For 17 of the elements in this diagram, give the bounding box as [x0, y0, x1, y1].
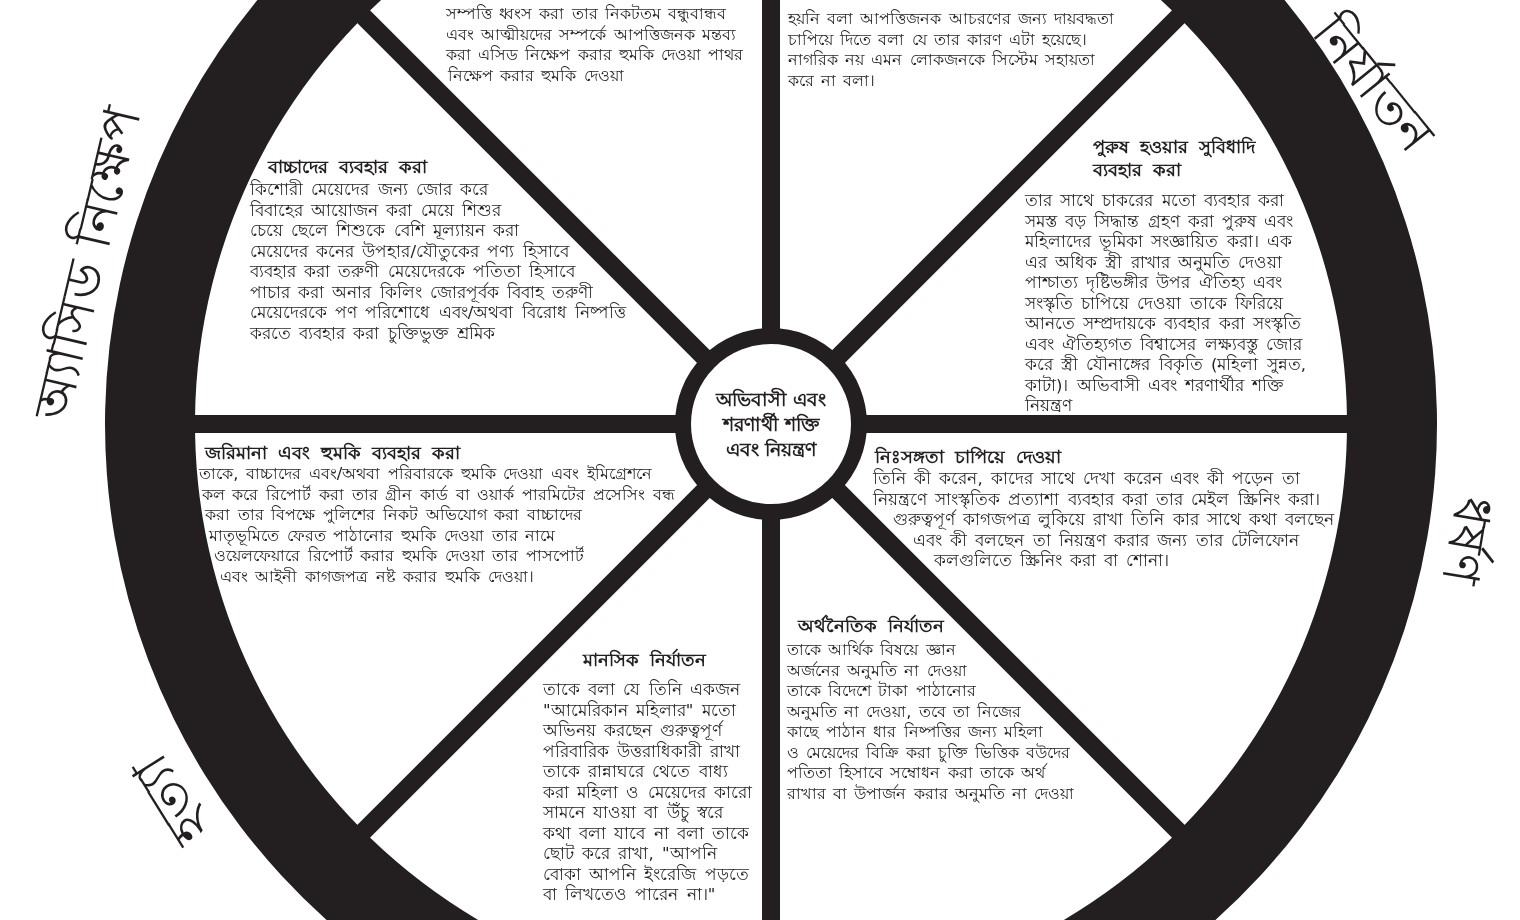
rim-label: ধর্ষণ [1430, 492, 1503, 589]
segment-heading: পুরুষ হওয়ার সুবিধাদি ব্যবহার করা [1093, 136, 1257, 182]
segment-heading: নিঃসঙ্গতা চাপিয়ে দেওয়া [875, 446, 1063, 468]
segment-text: তিনি কী করেন, কাদের সাথে দেখা করেন এবং কী পড়েন তা নিয়ন্ত্রণে সাংস্কৃতিক প্রত্যাশা ব্যবহার করা তার মেইল স্ক্রিনিং করা। গুরুত্বপূর্ণ কাগজপত্র লুকিয়ে রাখা তিনি কার সাথে কথা বলছেন এবং কী বলছেন তা নিয়ন্ত্রণ করার জন্য তার টেলিফোন কলগুলিতে স্ক্রিনিং করা বা শোনা। [873, 469, 1335, 570]
segment-heading: অর্থনৈতিক নির্যাতন [798, 615, 946, 638]
segment-text: কিশোরী মেয়েদের জন্য জোর করে বিবাহের আয়োজন করা মেয়ে শিশুর চেয়ে ছেলে শিশুকে বেশি মূল্যায়ন করা মেয়েদের কনের উপহার/যৌতুকের পণ্য হিসাবে ব্যবহার করা তরুণী মেয়েদেরকে পতিতা হিসাবে পাচার করা অনার কিলিং জোরপূর্বক বিবাহ তরুণী মেয়েদেরকে পণ পরিশোধে এবং/অথবা বিরোধ নিষ্পত্তি করতে ব্যবহার করা চুক্তিভুক্ত শ্রমিক [250, 180, 626, 343]
segment-heading: বাচ্চাদের ব্যবহার করা [268, 156, 429, 179]
segment-heading: মানসিক নির্যাতন [583, 649, 708, 672]
segment-text: সম্পত্তি ধ্বংস করা তার নিকটতম বন্ধুবান্ধব এবং আত্মীয়দের সম্পর্কে আপত্তিজনক মন্তব্য করা এসিড নিক্ষেপ করার হুমকি দেওয়া পাথর নিক্ষেপ করার হুমকি দেওয়া [446, 4, 744, 85]
segment-text: তাকে বলা যে তিনি একজন "আমেরিকান মহিলার" মতো অভিনয় করছেন গুরুত্বপূর্ণ পরিবারিক উত্তরাধিকারী রাখা তাকে রান্নাঘরে থেতে বাধ্য করা মহিলা ও মেয়েদের কারো সামনে যাওয়া বা উঁচু স্বরে কথা বলা যাবে না বলা তাকে ছোট করে রাখা, "আপনি বোকা আপনি ইংরেজি পড়তে বা লিখতেও পারেন না।" [543, 680, 752, 904]
segment-text: তাকে, বাচ্চাদের এবং/অথবা পরিবারকে হুমকি দেওয়া এবং ইমিগ্রেশনে কল করে রিপোর্ট করা তার গ্রীন কার্ড বা ওয়ার্ক পারমিটের প্রসেসিং বন্ধ করা তার বিপক্ষে পুলিশের নিকট অভিযোগ করা বাচ্চাদের মাতৃভূমিতে ফেরত পাঠানোর হুমকি দেওয়া তার নামে ওয়েলফেয়ারে রিপোর্ট করার হুমকি দেওয়া তার পাসপোর্ট এবং আইনী কাগজপত্র নষ্ট করার হুমকি দেওয়া। [199, 464, 675, 586]
segment-text: তার সাথে চাকরের মতো ব্যবহার করা সমস্ত বড় সিদ্ধান্ত গ্রহণ করা পুরুষ এবং মহিলাদের ভূমিকা সংজ্ঞায়িত করা। এক এর অধিক স্ত্রী রাখার অনুমতি দেওয়া পাশ্চাত্য দৃষ্টিভঙ্গীর উপর ঐতিহ্য এবং সংস্কৃতি চাপিয়ে দেওয়া তাকে ফিরিয়ে আনতে সম্প্রদায়কে ব্যবহার করা সংস্কৃতি এবং ঐতিহ্যগত বিশ্বাসের লক্ষ্যবস্তু জোর করে স্ত্রী যৌনাঙ্গের বিকৃতি (মহিলা সুন্নত, কাটা)। অভিবাসী এবং শরণার্থীর শক্তি নিয়ন্ত্রণ [1025, 191, 1306, 415]
segment-text: তাকে আর্থিক বিষয়ে জ্ঞান অর্জনের অনুমতি না দেওয়া তাকে বিদেশে টাকা পাঠানোর অনুমতি না দেওয়া, তবে তা নিজের কাছে পাঠান ধার নিষ্পত্তির জন্য মহিলা ও মেয়েদের বিক্রি করা চুক্তি ভিত্তিক বউদের পতিতা হিসাবে সম্বোধন করা তাকে অর্থ রাখার বা উপার্জন করার অনুমতি না দেওয়া [787, 640, 1075, 803]
segment-heading: জরিমানা এবং হুমকি ব্যবহার করা [205, 442, 462, 464]
segment-text: হয়নি বলা আপত্তিজনক আচরণের জন্য দায়বদ্ধতা চাপিয়ে দিতে বলা যে তার কারণ এটা হয়েছে। নাগরিক নয় এমন লোকজনকে সিস্টেম সহায়তা করে না বলা। [788, 9, 1114, 90]
hub-title: অভিবাসী এবং শরণার্থী শক্তি এবং নিয়ন্ত্রণ [714, 386, 827, 462]
rim-label: অ্যাসিড নিক্ষেপ [22, 101, 153, 426]
